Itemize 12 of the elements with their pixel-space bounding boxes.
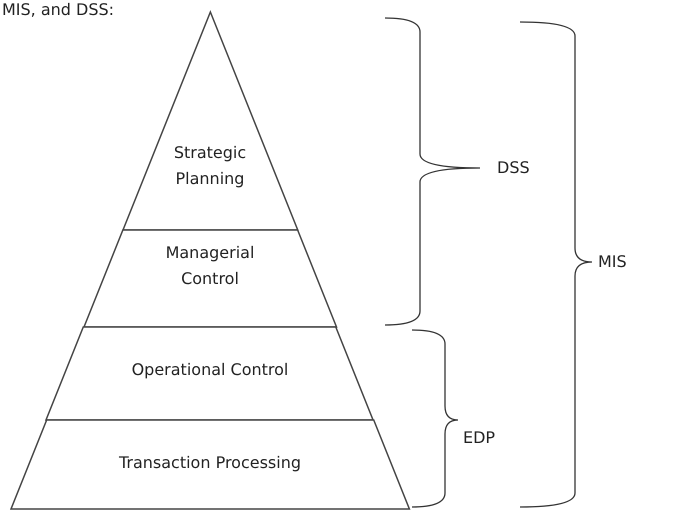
pyramid-band	[46, 327, 374, 420]
band-label: Managerial Control	[164, 242, 256, 290]
bracket-label: DSS	[497, 158, 530, 178]
band-label: Strategic Planning	[172, 142, 248, 190]
bracket-label: EDP	[463, 428, 496, 448]
title: MIS, and DSS:	[2, 0, 114, 20]
bracket-label: MIS	[598, 252, 627, 272]
band-label: Operational Control	[130, 359, 290, 381]
band-label: Transaction Processing	[118, 452, 302, 474]
pyramid-band	[122, 12, 298, 230]
pyramid-band	[84, 230, 336, 327]
pyramid-band	[10, 420, 410, 509]
